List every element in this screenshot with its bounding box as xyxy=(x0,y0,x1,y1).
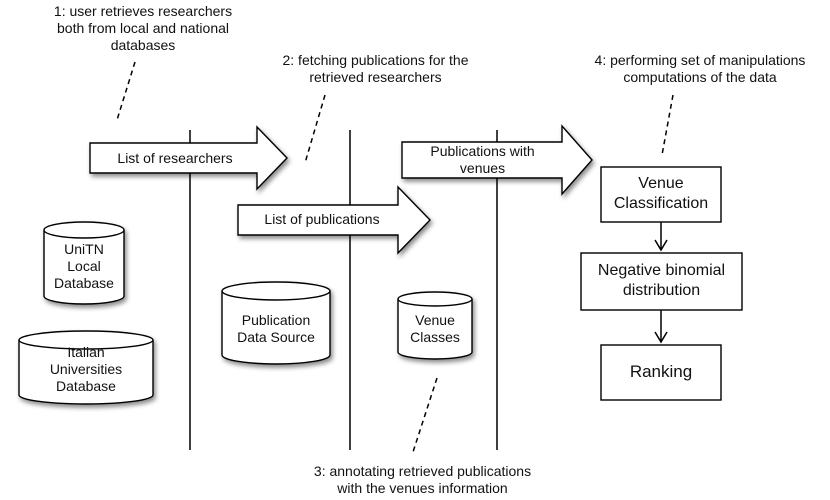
box-label-negative-binomial: Negative binomial distribution xyxy=(597,262,726,299)
database-label-pubsource: Publication Data Source xyxy=(237,312,315,345)
database-publication-data-source xyxy=(221,281,331,365)
annotation-step-1: 1: user retrieves researchers both from … xyxy=(53,3,233,53)
box-negative-binomial xyxy=(580,252,743,311)
annotation-leader-2 xyxy=(304,94,326,164)
database-label-venueclasses: Venue Classes xyxy=(410,312,460,345)
database-label-italian: Italian Universities Database xyxy=(49,344,123,394)
box-label-venue-classification: Venue Classification xyxy=(613,175,709,212)
annotation-step-4: 4: performing set of manipulations compu… xyxy=(594,52,806,85)
database-unitn xyxy=(43,221,125,305)
annotation-leader-3 xyxy=(412,377,438,453)
connector-classification-to-binomial xyxy=(654,222,668,252)
database-italian-universities xyxy=(18,330,154,405)
annotation-step-3: 3: annotating retrieved publications wit… xyxy=(313,463,532,496)
database-venue-classes xyxy=(397,291,473,360)
annotation-step-2: 2: fetching publications for the retriev… xyxy=(282,52,469,85)
arrow-list-of-publications xyxy=(237,185,431,255)
arrow-label-researchers: List of researchers xyxy=(117,150,233,166)
box-label-ranking: Ranking xyxy=(629,362,693,381)
arrow-label-publications: List of publications xyxy=(264,211,380,227)
box-ranking xyxy=(600,344,722,401)
annotation-leader-4 xyxy=(661,94,674,156)
arrow-label-with-venues: Publications with venues xyxy=(430,143,535,176)
annotation-leader-1 xyxy=(116,61,136,121)
arrow-list-of-researchers xyxy=(89,125,288,191)
database-label-unitn: UniTN Local Database xyxy=(54,241,114,291)
arrow-publications-with-venues xyxy=(401,124,593,196)
connector-binomial-to-ranking xyxy=(654,310,668,344)
